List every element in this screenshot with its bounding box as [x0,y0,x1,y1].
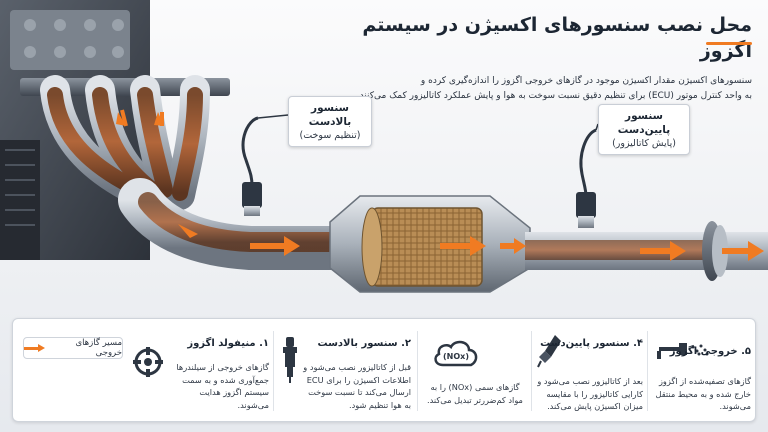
divider [647,331,648,411]
rear-pipe [525,221,768,281]
page-title: محل نصب سنسورهای اکسیژن در سیستم اگزوز [362,14,752,62]
step-5-title: ۵. خروجی اگزوز [669,346,751,357]
upstream-oxygen-sensor [241,114,289,216]
title-block: محل نصب سنسورهای اکسیژن در سیستم اگزوز س… [322,12,752,104]
step-4-text: بعد از کاتالیزور نصب می‌شود و کارایی کات… [537,376,643,411]
exhaust-icon [657,343,709,359]
callout-downstream-subtitle: (پایش کاتالیزور) [612,138,676,149]
step-2-text: قبل از کاتالیزور نصب می‌شود و اطلاعات اک… [303,362,411,410]
step-5-text: گازهای تصفیه‌شده از اگزوز خارج شده و به … [655,376,751,411]
step-3-text: گازهای سمی (NOx) را به مواد کم‌ضررتر تبد… [427,382,523,405]
subtitle-line-2: به واحد کنترل موتور (ECU) برای تنظیم دقی… [356,91,752,101]
title-underline [706,42,752,45]
divider [417,331,418,411]
engine-block [0,0,230,260]
front-pipe [118,178,362,270]
nox-cloud-icon: (NOx) [434,340,478,367]
page-subtitle: سنسورهای اکسیژن مقدار اکسیژن موجود در گا… [322,74,752,104]
exhaust-illustration [0,0,768,293]
step-4-title: ۴. سنسور پایین‌دست [540,338,643,349]
step-manifold: ۱. منیفولد اگزوز گازهای خروجی از سیلندره… [131,325,269,417]
nox-icon-label: (NOx) [443,352,469,361]
downstream-oxygen-sensor [576,123,599,228]
divider [531,331,532,411]
legend-label: مسیر گازهای خروجی [75,338,122,358]
engine-icon [133,347,163,377]
step-exhaust-outlet: ۵. خروجی اگزوز گازهای تصفیه‌شده از اگزوز… [653,325,751,417]
step-catalytic-converter: (NOx) گازهای سمی (NOx) را به مواد کم‌ضرر… [423,325,527,417]
arrow-icon [24,344,45,352]
callout-upstream-subtitle: (تنظیم سوخت) [299,130,361,141]
step-1-title: ۱. منیفولد اگزوز [187,338,269,349]
step-1-text: گازهای خروجی از سیلندرها جمع‌آوری شده و … [176,362,269,410]
gas-flow-arrows [116,109,764,261]
subtitle-line-1: سنسورهای اکسیژن مقدار اکسیژن موجود در گا… [420,76,752,86]
sensor-icon [537,335,561,368]
callout-downstream-title: سنسور پایین‌دست [617,110,671,136]
legend: مسیر گازهای خروجی [23,337,123,359]
step-upstream-sensor: ۲. سنسور بالادست قبل از کاتالیزور نصب می… [279,325,411,417]
steps-panel: مسیر گازهای خروجی ۱. منیفولد اگزوز گازها… [12,318,756,422]
callout-upstream-title: سنسور بالادست [308,102,352,128]
step-2-title: ۲. سنسور بالادست [317,338,412,349]
divider [273,331,274,411]
callout-downstream-sensor: سنسور پایین‌دست (پایش کاتالیزور) [598,104,690,155]
callout-upstream-sensor: سنسور بالادست (تنظیم سوخت) [288,96,372,147]
step-downstream-sensor: ۴. سنسور پایین‌دست بعد از کاتالیزور نصب … [537,325,643,417]
spark-sensor-icon [283,337,297,383]
